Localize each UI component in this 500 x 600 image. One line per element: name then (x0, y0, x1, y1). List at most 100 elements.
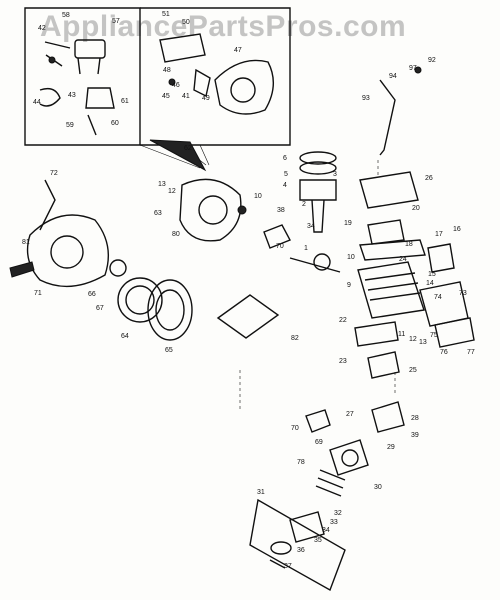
cylinder-block (357, 261, 425, 319)
part-label-72: 72 (50, 170, 58, 177)
part-label-78: 78 (297, 459, 305, 466)
part-label-25: 25 (409, 367, 417, 374)
part-label-35: 35 (314, 537, 322, 544)
inset-panels (24, 7, 291, 172)
bracket-part (74, 39, 106, 59)
part-label-65: 65 (165, 347, 173, 354)
part-label-30: 30 (374, 484, 382, 491)
carburetor-assembly (249, 401, 405, 592)
carb-adapter (305, 409, 331, 433)
flywheel-hub (230, 77, 256, 103)
part-label-61: 61 (121, 98, 129, 105)
screw-part (48, 56, 56, 64)
crank-counterweight (313, 253, 331, 271)
part-label-10: 10 (254, 193, 262, 200)
part-label-29: 29 (387, 444, 395, 451)
part-label-75: 75 (430, 332, 438, 339)
part-label-1: 1 (304, 245, 308, 252)
spark-plug-boot (414, 66, 422, 74)
part-label-69: 69 (315, 439, 323, 446)
flywheel-cover-part (214, 59, 274, 115)
piston (299, 179, 337, 201)
part-label-82: 82 (291, 335, 299, 342)
part-label-12: 12 (409, 336, 417, 343)
part-label-71: 71 (34, 290, 42, 297)
part-label-17: 17 (435, 231, 443, 238)
part-label-47: 47 (234, 47, 242, 54)
part-label-15: 15 (428, 271, 436, 278)
part-label-67: 67 (96, 305, 104, 312)
part-label-50: 50 (182, 19, 190, 26)
coil-part (85, 87, 115, 109)
part-label-94: 94 (389, 73, 397, 80)
crankcase-seal (367, 351, 400, 379)
magneto-assembly (179, 178, 247, 242)
filter-pad-shape (216, 294, 280, 339)
piston-ring-1 (299, 151, 337, 165)
inset-right-parts (159, 33, 274, 115)
part-label-80: 80 (172, 231, 180, 238)
part-label-20: 20 (412, 205, 420, 212)
part-label-73: 73 (459, 290, 467, 297)
starter-pulley-inner (125, 285, 155, 315)
inset-pointer-wedge (149, 139, 207, 172)
part-label-4: 4 (283, 182, 287, 189)
part-label-41: 41 (182, 93, 190, 100)
spring-clip-part (39, 87, 61, 107)
reed-gasket (263, 224, 291, 249)
part-label-11: 11 (398, 331, 405, 338)
part-label-59: 59 (66, 122, 74, 129)
carb-diaphragms (315, 469, 346, 497)
part-label-6: 6 (283, 155, 287, 162)
cylinder-cover (359, 171, 419, 209)
part-label-66: 66 (88, 291, 96, 298)
part-label-77: 77 (467, 349, 475, 356)
pulley-small (109, 259, 127, 277)
lever-part (193, 68, 211, 98)
part-label-27: 27 (346, 411, 354, 418)
starter-cord (39, 179, 56, 231)
nut-part (168, 78, 176, 86)
starter-handle (9, 261, 35, 278)
part-label-34: 34 (307, 223, 315, 230)
bracket-legs (77, 57, 101, 75)
part-label-36: 36 (297, 547, 305, 554)
part-label-10: 10 (347, 254, 355, 261)
alignment-lines (239, 160, 396, 410)
part-label-37: 37 (284, 563, 292, 570)
part-label-45: 45 (162, 93, 170, 100)
part-label-13: 13 (158, 181, 166, 188)
carb-pump-plate (289, 511, 325, 543)
carb-gasket (270, 541, 292, 555)
connecting-rod (311, 199, 325, 233)
starter-housing (26, 214, 109, 288)
part-label-57: 57 (112, 18, 120, 25)
carb-bowl (341, 449, 359, 467)
part-label-5: 5 (284, 171, 288, 178)
part-label-3: 3 (333, 171, 337, 178)
starter-pulley (117, 277, 163, 323)
part-label-62: 62 (184, 145, 192, 152)
part-label-70: 70 (291, 425, 299, 432)
cylinder-fins (364, 272, 421, 301)
part-label-31: 31 (257, 489, 265, 496)
part-label-92: 92 (428, 57, 436, 64)
carb-screw (269, 559, 286, 569)
part-label-42: 42 (38, 25, 46, 32)
filter-pad (216, 294, 280, 339)
switch-wire (44, 41, 71, 67)
part-label-34: 34 (322, 527, 330, 534)
part-label-58: 58 (62, 12, 70, 19)
part-label-23: 23 (339, 358, 347, 365)
part-label-48: 48 (163, 67, 171, 74)
spark-plug-lead (379, 79, 396, 156)
pin-part (87, 114, 97, 136)
part-label-64: 64 (121, 333, 129, 340)
plate-part (159, 33, 206, 63)
magneto-housing (179, 178, 242, 242)
inset-right-box (140, 7, 291, 146)
part-label-32: 32 (334, 510, 342, 517)
part-label-22: 22 (339, 317, 347, 324)
